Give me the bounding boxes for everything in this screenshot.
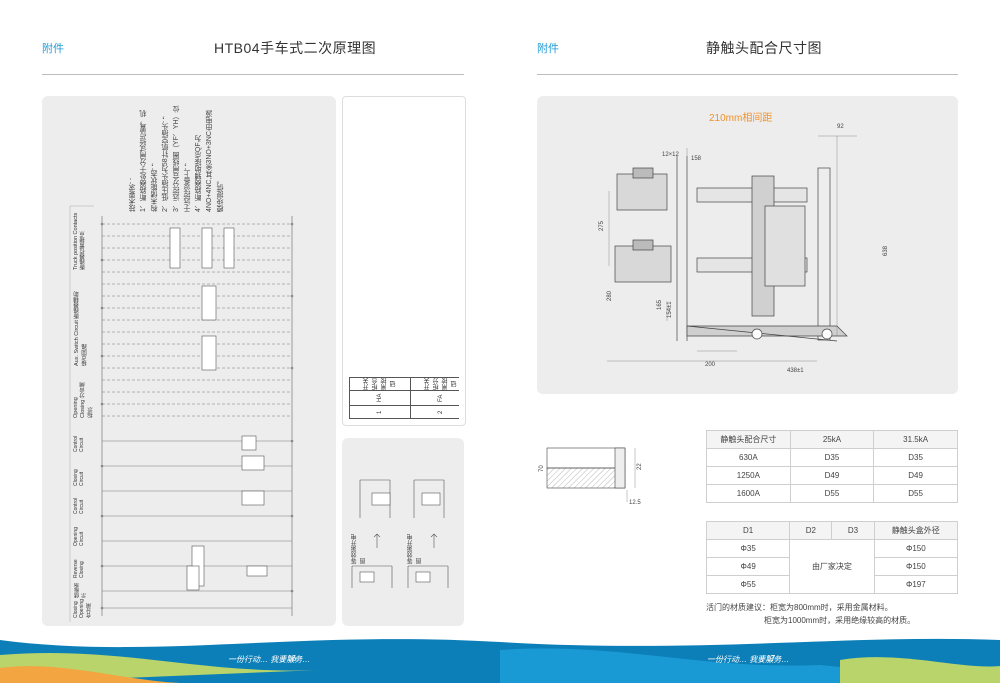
schematic-panel: Truck position Contacts 断路器位置接点 Aux. Swi… [42, 96, 336, 626]
tech-req-line: 1、断路器处于分闸试验位置，机构未储能状态； [140, 110, 158, 212]
dim-label: 200 [705, 362, 716, 368]
dim-label: 12.5 [629, 500, 641, 506]
table1-header: 静触头配合尺寸 [706, 430, 791, 449]
table1-cell: D55 [789, 484, 875, 503]
table1-cell: D49 [789, 466, 875, 485]
dim-label: 22 [637, 463, 643, 470]
tech-req-line: 4、断路器辅助接点QF为4NO+4NC,其余3NO+3NC由电源模块提供。 [195, 110, 224, 212]
table2-d1-cell: Φ55 [705, 575, 791, 594]
left-page-tag: 附件 [42, 43, 64, 55]
drawing-caption: 210mm相间距 [709, 113, 773, 124]
right-header-rule [537, 74, 958, 75]
closing-opening-label: Closing Opening 合分闸 [73, 599, 92, 618]
legend-table-wrap: 1HA开关柜合闸按钮2FA开关柜分闸按钮3HCM合闸储能模块4FCM分闸储能模块… [349, 101, 459, 419]
table2-header: D3 [831, 521, 875, 540]
equivalent-label-2: 等效第开电图 [408, 534, 423, 564]
legend-code: HA [349, 390, 411, 406]
opening-circuit-label: Opening Circuit [73, 527, 85, 546]
tech-req-line: 3、远控分合闸线圈（YF、YH）位于远控设备上； [173, 105, 191, 212]
energy-storage-label: 储能指示 [74, 583, 87, 598]
table2-d1-cell: Φ35 [705, 539, 791, 558]
table1-cell: 1250A [706, 466, 791, 485]
control-circuit-label-2: Control Circuit [73, 497, 85, 514]
contact-drawing-panel: 210mm相间距 [537, 96, 958, 394]
equivalent-label-1: 等效第开电图 [352, 534, 367, 564]
table1-cell: D35 [789, 448, 875, 467]
contact-box-table: D1 D2 D3 静触头盒外径 Φ35 由厂家决定 Φ150 Φ49 Φ150 … [705, 521, 959, 594]
right-page-number-value: 17 [766, 654, 776, 663]
opening-closing-label: Opening Closing 分合闸指示 [73, 381, 94, 418]
table2-header: D2 [789, 521, 833, 540]
table2-header: D1 [705, 521, 791, 540]
closing-circuit-label: Closing Circuit [73, 469, 85, 486]
table1-cell: 630A [706, 448, 791, 467]
legend-desc: 开关柜合闸按钮 [349, 377, 411, 391]
reverse-closing-label: Reverse Closing [73, 559, 85, 578]
table2-outer-cell: Φ150 [873, 557, 959, 576]
material-note-2: 柜宽为1000mm时，采用绝缘较高的材质。 [764, 616, 916, 625]
table2-outer-cell: Φ197 [873, 575, 959, 594]
dim-label: 158 [691, 156, 702, 162]
table2-merged-cell: 由厂家决定 [789, 539, 875, 594]
dim-label: 154±1 [667, 301, 673, 318]
table1-header: 25kA [789, 430, 875, 449]
table1-cell: D49 [873, 466, 958, 485]
legend-code: FA [410, 390, 459, 406]
legend-index: 1 [349, 405, 411, 419]
tech-req-line: 技术要求： [129, 177, 136, 212]
table2-d1-cell: Φ49 [705, 557, 791, 576]
schematic-diagram [69, 205, 294, 622]
footer-band: 一份行动… 我要服务… / 16 一份行动… 我要服务… / 17 [0, 630, 1000, 683]
small-section-drawing: 22 70 12.5 [537, 440, 657, 510]
material-note-1: 活门的材质建议：柜宽为800mm时，采用金属材料。 [706, 603, 893, 612]
dim-label: 92 [837, 124, 844, 130]
right-page-number: / 17 [762, 654, 776, 663]
left-page-title: HTB04手车式二次原理图 [214, 40, 377, 56]
left-page-number: / 16 [283, 654, 297, 663]
right-page-title: 静触头配合尺寸图 [706, 40, 822, 56]
dim-label: 70 [539, 465, 545, 472]
left-footer-slogan: 一份行动… 我要服务… [228, 655, 311, 664]
right-page-tag: 附件 [537, 43, 559, 55]
tech-req-line: 2、低压插头为58针航空插头； [162, 116, 169, 212]
left-header-rule [42, 74, 464, 75]
dim-label: 280 [607, 290, 613, 301]
legend-index: 2 [410, 405, 459, 419]
dim-label: 165 [657, 299, 663, 310]
contact-drawing: 92 12×12 158 275 638 280 165 154±1 200 4… [599, 124, 889, 374]
legend-panel: 1HA开关柜合闸按钮2FA开关柜分闸按钮3HCM合闸储能模块4FCM分闸储能模块… [342, 96, 466, 426]
table2-header: 静触头盒外径 [873, 521, 959, 540]
aux-switch-label: Aux. Switch Circuit 断路器辅助接点回路 [74, 291, 88, 366]
dim-label: 12×12 [662, 152, 680, 158]
dim-label: 275 [599, 220, 605, 231]
equivalent-circuit-diagram [351, 479, 449, 588]
equivalent-circuit-panel: 等效第开电图 等效第开电图 [342, 438, 464, 626]
truck-position-label: Truck position Contacts 断路器位置接点 [73, 212, 86, 270]
right-footer-slogan: 一份行动… 我要服务… [707, 655, 790, 664]
table1-header: 31.5kA [873, 430, 958, 449]
table1-cell: 1600A [706, 484, 791, 503]
dim-label: 638 [883, 245, 889, 256]
dim-label: 438±1 [787, 368, 804, 374]
table2-outer-cell: Φ150 [873, 539, 959, 558]
table1-cell: D35 [873, 448, 958, 467]
left-page-number-value: 16 [287, 654, 297, 663]
legend-desc: 开关柜分闸按钮 [410, 377, 459, 391]
control-circuit-label-1: Control Circuit [73, 435, 85, 452]
table1-cell: D55 [873, 484, 958, 503]
legend-table: 1HA开关柜合闸按钮2FA开关柜分闸按钮3HCM合闸储能模块4FCM分闸储能模块… [349, 377, 459, 419]
tech-requirements: 技术要求： 1、断路器处于分闸试验位置，机构未储能状态； 2、低压插头为58针航… [127, 104, 252, 214]
footer-wave [0, 638, 1000, 683]
